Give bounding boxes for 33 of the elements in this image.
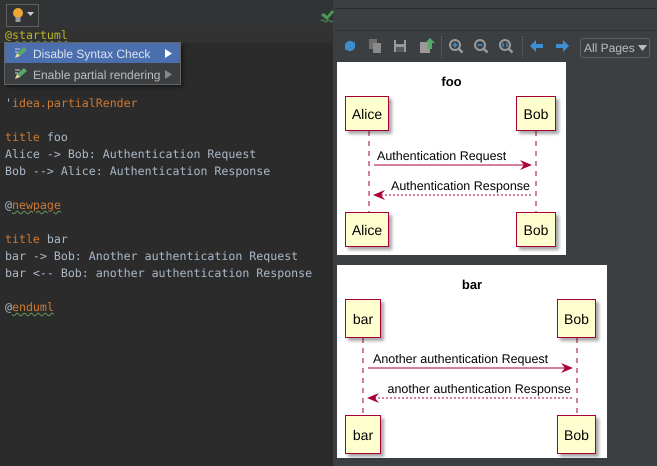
message-arrow xyxy=(374,160,532,170)
code-line: @enduml xyxy=(5,300,54,315)
participant-box: Bob xyxy=(557,415,596,454)
menu-item: Disable Syntax Check xyxy=(33,47,150,61)
code-line: Alice -> Bob: Authentication Request xyxy=(5,147,256,162)
message-arrow xyxy=(373,190,532,200)
diagram-page xyxy=(337,265,607,458)
code-line: Bob --> Alice: Authentication Response xyxy=(5,164,270,179)
diagram-page xyxy=(337,62,566,255)
message-arrow xyxy=(368,363,573,373)
page-label: bar xyxy=(460,277,484,292)
code-line: @startuml xyxy=(5,28,68,43)
edge-label: Another authentication Request xyxy=(372,352,550,366)
edge-label: Authentication Request xyxy=(376,149,508,163)
code-line: @newpage xyxy=(5,198,61,213)
edge-label: Authentication Response xyxy=(390,179,531,193)
menu-item: Enable partial rendering xyxy=(33,68,160,82)
code-line: 'idea.partialRender xyxy=(5,96,138,111)
code-line: title bar xyxy=(5,232,68,247)
edge-label: another authentication Response xyxy=(386,382,572,396)
page-label: foo xyxy=(440,74,463,89)
participant-box: Bob xyxy=(516,212,556,247)
participant-box: Alice xyxy=(345,96,389,131)
message-arrow xyxy=(367,393,572,403)
code-line: bar -> Bob: Another authentication Request xyxy=(5,249,298,264)
participant-box: Bob xyxy=(557,299,596,338)
participant-box: bar xyxy=(345,299,381,338)
participant-box: bar xyxy=(345,415,381,454)
code-line: title foo xyxy=(5,130,68,145)
pages-dropdown: All Pages xyxy=(580,38,650,58)
code-line: bar <-- Bob: another authentication Response xyxy=(5,266,312,281)
participant-box: Bob xyxy=(516,96,556,131)
participant-box: Alice xyxy=(345,212,389,247)
